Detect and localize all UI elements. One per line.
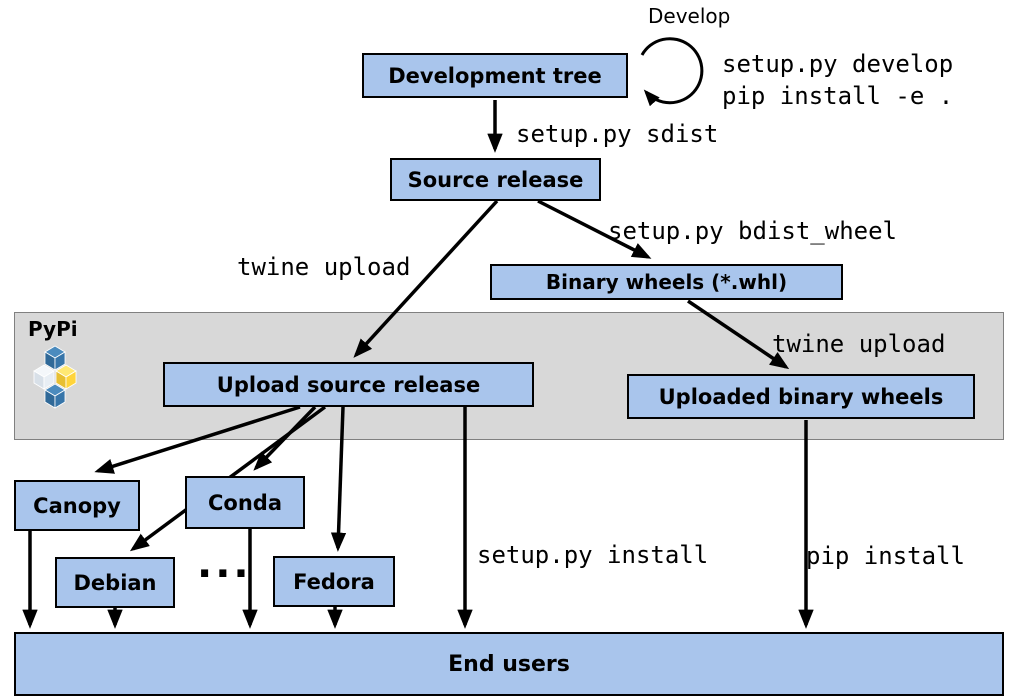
node-conda: Conda <box>185 476 305 529</box>
edge-label-develop-cmd2: pip install -e . <box>722 82 954 110</box>
edge-label-bdist-wheel: setup.py bdist_wheel <box>608 217 897 245</box>
pypi-logo-icon <box>33 345 77 409</box>
node-canopy: Canopy <box>14 480 140 531</box>
node-uploaded-binary-wheels: Uploaded binary wheels <box>627 374 975 419</box>
node-source-release: Source release <box>390 158 601 201</box>
ellipsis-more-distros: ... <box>197 541 252 587</box>
arrow-develop-loop <box>640 37 704 107</box>
node-end-users: End users <box>14 632 1004 696</box>
node-upload-source-release: Upload source release <box>163 362 534 407</box>
arrow-source-to-upload <box>353 199 499 358</box>
node-binary-wheels: Binary wheels (*.whl) <box>490 264 843 300</box>
node-development-tree: Development tree <box>362 53 628 98</box>
arrow-upload-to-canopy <box>94 405 301 474</box>
pypi-band-label: PyPi <box>28 317 78 341</box>
arrow-upload-to-fedora <box>330 406 347 552</box>
arrow-source-to-wheels <box>537 199 652 259</box>
edge-label-twine-upload-right: twine upload <box>772 330 946 358</box>
edge-label-sdist: setup.py sdist <box>516 120 719 148</box>
edge-label-pip-install: pip install <box>806 542 965 570</box>
edge-label-develop-cmd1: setup.py develop <box>722 50 954 78</box>
edge-label-twine-upload-left: twine upload <box>237 253 411 281</box>
node-debian: Debian <box>55 557 175 608</box>
edge-label-setup-install: setup.py install <box>477 541 709 569</box>
arrow-wheels-to-uploaded <box>687 299 790 370</box>
node-fedora: Fedora <box>273 556 395 607</box>
edge-label-develop: Develop <box>648 4 731 28</box>
